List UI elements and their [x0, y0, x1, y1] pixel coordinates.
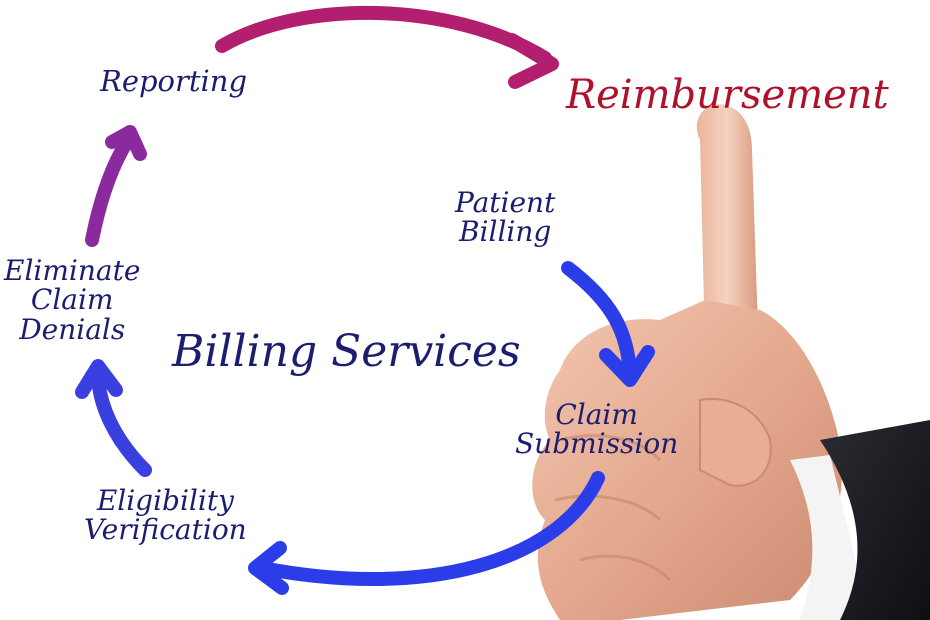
arrowhead-eligibility — [248, 541, 289, 595]
step-reporting: Reporting — [100, 64, 248, 98]
step-eligibility-verification-line: Eligibility — [96, 484, 234, 517]
step-claim-submission-line: Submission — [515, 427, 679, 461]
step-patient-billing: Patient Billing — [455, 188, 555, 247]
arrowhead-denials — [75, 359, 123, 399]
goal-reimbursement: Reimbursement — [566, 72, 889, 118]
step-eligibility-verification: Eligibility Verification — [84, 486, 247, 545]
arrow-claim-submission-to-eligibility — [255, 471, 605, 586]
step-reporting-line: Reporting — [100, 64, 248, 98]
step-eliminate-claim-denials-line: Eliminate — [4, 254, 141, 287]
arrowhead-reimbursement — [505, 33, 559, 89]
arrowhead-reporting — [105, 125, 147, 161]
arrow-denials-to-reporting — [85, 133, 135, 247]
arrow-patient-billing-to-claim-submission — [561, 261, 637, 382]
arrowhead-claim-submission — [599, 345, 655, 387]
step-patient-billing-line: Billing — [458, 215, 552, 249]
step-eligibility-verification-line: Verification — [84, 513, 247, 547]
step-eliminate-claim-denials: Eliminate Claim Denials — [4, 254, 141, 346]
center-title: Billing Services — [172, 326, 521, 377]
step-claim-submission: Claim Submission — [515, 400, 678, 459]
step-eliminate-claim-denials-line: Claim — [30, 283, 114, 317]
arrow-eligibility-to-denials — [91, 365, 152, 477]
step-eliminate-claim-denials-line: Denials — [19, 312, 126, 346]
step-patient-billing-line: Patient — [455, 186, 556, 219]
arrow-reporting-to-reimbursement — [215, 5, 552, 65]
step-claim-submission-line: Claim — [555, 398, 638, 431]
